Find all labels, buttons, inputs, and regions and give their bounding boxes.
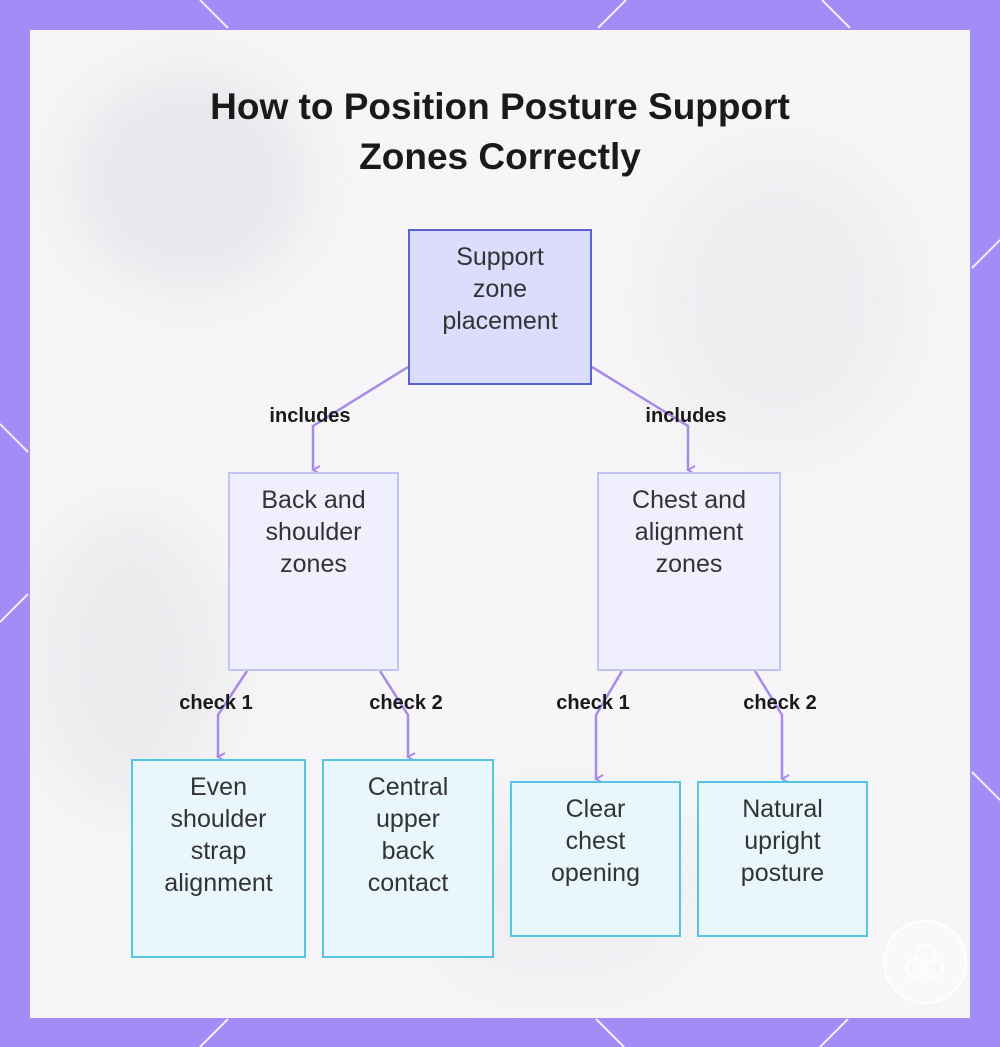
- edge-label-back-central: check 2: [369, 692, 443, 714]
- node-text: Chest and: [632, 486, 746, 514]
- node-clear-chest-opening: Clear chest opening: [510, 781, 681, 937]
- node-text: Support: [456, 243, 544, 271]
- node-text: zones: [655, 550, 723, 578]
- node-text: posture: [740, 859, 825, 887]
- node-text: Central: [367, 773, 449, 801]
- edge-chest-natural: [753, 670, 782, 779]
- title-line-2: Zones Correctly: [359, 136, 641, 177]
- node-text: zone: [472, 275, 528, 303]
- edge-root-chest: [591, 365, 688, 470]
- node-text: Back and: [261, 486, 366, 514]
- node-text: back: [381, 837, 435, 865]
- node-text: zones: [280, 550, 347, 578]
- edge-label-back-even: check 1: [179, 692, 253, 714]
- node-text: strap: [190, 837, 247, 865]
- node-text: Clear: [565, 795, 626, 823]
- edge-label-chest-natural: check 2: [743, 692, 817, 714]
- node-even-shoulder-strap-alignment: Even shoulder strap alignment: [131, 759, 306, 958]
- edge-label-root-chest: includes: [645, 405, 727, 427]
- logo-icon: [883, 920, 967, 1004]
- node-text: shoulder: [170, 805, 267, 833]
- node-text: alignment: [634, 518, 744, 546]
- node-text: upper: [376, 805, 440, 833]
- edge-label-root-back: includes: [269, 405, 351, 427]
- node-natural-upright-posture: Natural upright posture: [697, 781, 868, 937]
- node-central-upper-back-contact: Central upper back contact: [322, 759, 494, 958]
- node-text: opening: [551, 859, 640, 887]
- node-text: shoulder: [265, 518, 362, 546]
- edge-back-even: [218, 670, 249, 757]
- node-text: Natural: [742, 795, 823, 823]
- node-support-zone-placement: Support zone placement: [408, 229, 592, 385]
- edge-root-back: [313, 365, 409, 470]
- edge-label-chest-clear: check 1: [556, 692, 630, 714]
- node-back-and-shoulder-zones: Back and shoulder zones: [228, 472, 399, 671]
- node-text: upright: [744, 827, 821, 855]
- node-text: chest: [565, 827, 626, 855]
- edge-back-central: [378, 670, 408, 757]
- node-text: placement: [442, 307, 558, 335]
- node-text: Even: [190, 773, 247, 801]
- node-text: contact: [367, 869, 449, 897]
- node-chest-and-alignment-zones: Chest and alignment zones: [597, 472, 781, 671]
- title-line-1: How to Position Posture Support: [210, 86, 790, 127]
- node-text: alignment: [164, 869, 273, 897]
- diagram-title: How to Position Posture Support Zones Co…: [30, 82, 970, 182]
- edge-chest-clear: [596, 670, 624, 779]
